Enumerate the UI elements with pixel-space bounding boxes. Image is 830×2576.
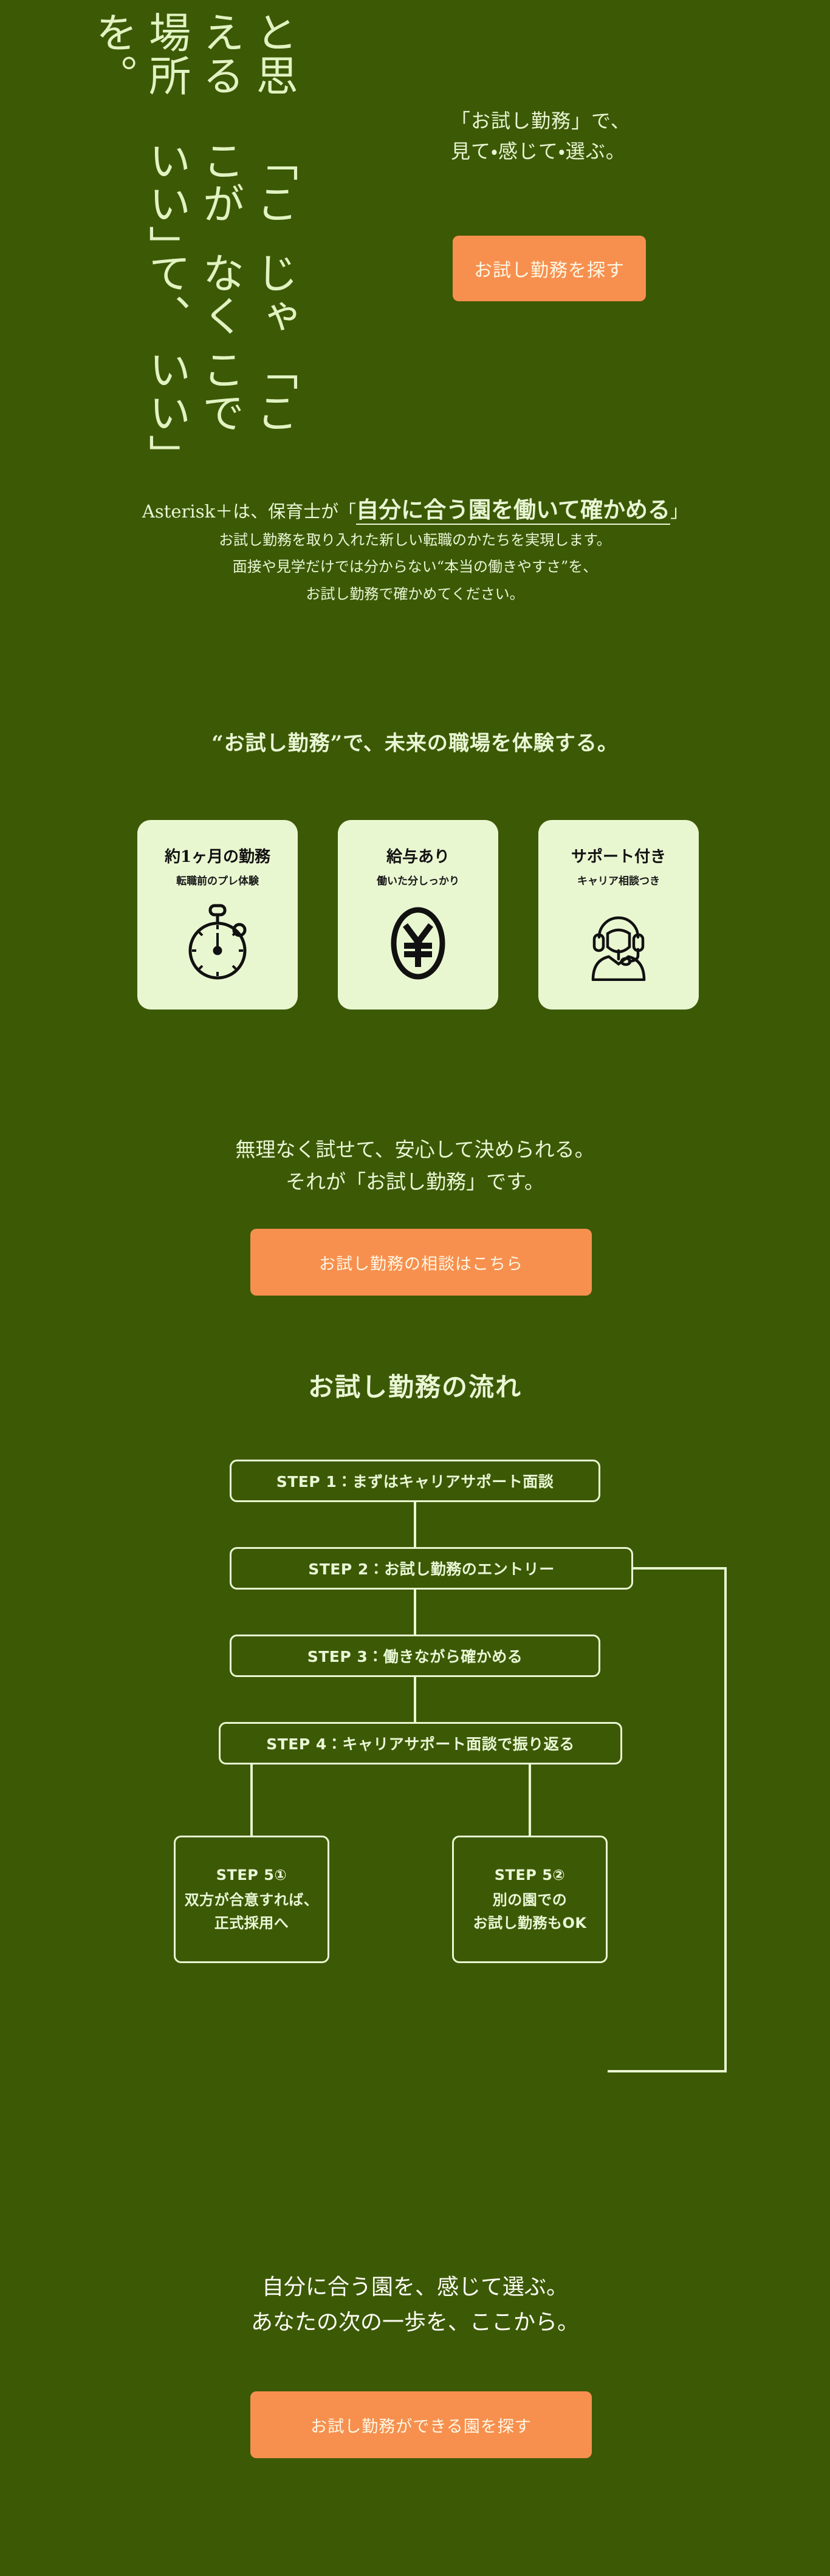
connector-step2-step3 <box>414 1590 416 1635</box>
intro-lead-emphasis: 自分に合う園を働いて確かめる <box>356 496 671 525</box>
hero-title-line-4: と思える場所を。 <box>87 11 298 97</box>
hero-subtitle-line-1: 「お試し勤務」で、 <box>451 109 631 132</box>
mid-message-line-1: 無理なく試せて、安心して決められる。 <box>235 1138 595 1161</box>
outro-message-line-2: あなたの次の一歩を、ここから。 <box>250 2310 579 2335</box>
outro-message: 自分に合う園を、感じて選ぶ。 あなたの次の一歩を、ここから。 <box>0 2270 830 2341</box>
intro-body-line-2: 面接や見学だけでは分からない“本当の働きやすさ”を、 <box>232 558 598 576</box>
hero-title-line-2: じゃなくて、 <box>141 251 298 338</box>
feature-card-duration: 約1ヶ月の勤務 転職前のプレ体験 <box>137 820 298 1010</box>
intro-lead: Asterisk＋は、保育士が「自分に合う園を働いて確かめる」 <box>0 496 830 525</box>
hero-subtitle-line-2: 見て・感じて・選ぶ。 <box>451 139 626 163</box>
intro-body-line-3: お試し勤務で確かめてください。 <box>306 585 524 603</box>
intro-lead-prefix: Asterisk＋は、保育士が「 <box>142 501 357 522</box>
flow-step-5-option-2[interactable]: STEP 5② 別の園での お試し勤務もOK <box>452 1836 608 1963</box>
connector-step1-step2 <box>414 1502 416 1547</box>
feature-card-title: サポート付き <box>571 848 666 866</box>
flow-step-5a-line-1: STEP 5① <box>216 1867 287 1884</box>
flow-step-5a-line-3: 正式採用へ <box>214 1914 289 1932</box>
feature-card-title: 約1ヶ月の勤務 <box>164 848 271 866</box>
mid-message: 無理なく試せて、安心して決められる。 それが「お試し勤務」です。 <box>0 1133 830 1198</box>
flow-title: お試し勤務の流れ <box>307 1372 522 1402</box>
flow-step-1[interactable]: STEP 1：まずはキャリアサポート面談 <box>230 1460 600 1502</box>
feature-card-subtitle: キャリア相談つき <box>577 875 660 887</box>
flow-step-5b-line-3: お試し勤務もOK <box>473 1914 587 1932</box>
intro-body-line-1: お試し勤務を取り入れた新しい転職のかたちを実現します。 <box>219 531 611 548</box>
features-heading: “お試し勤務”で、未来の職場を体験する。 <box>211 731 619 756</box>
mid-cta-button[interactable]: お試し勤務の相談はこちら <box>250 1229 592 1296</box>
feature-card-salary: 給与あり 働いた分しっかり <box>338 820 498 1010</box>
outro-cta-button[interactable]: お試し勤務ができる園を探す <box>250 2391 592 2458</box>
flow-step-2[interactable]: STEP 2：お試し勤務のエントリー <box>230 1547 633 1590</box>
hero-cta-button[interactable]: お試し勤務を探す <box>453 236 646 301</box>
feature-cards: 約1ヶ月の勤務 転職前のプレ体験 <box>0 820 830 1014</box>
outro-message-line-1: 自分に合う園を、感じて選ぶ。 <box>261 2275 568 2300</box>
connector-loop-top <box>633 1567 727 1570</box>
flow-step-3[interactable]: STEP 3：働きながら確かめる <box>230 1635 600 1677</box>
intro-body: お試し勤務を取り入れた新しい転職のかたちを実現します。 面接や見学だけでは分から… <box>0 527 830 607</box>
flow-step-5b-line-2: 別の園での <box>492 1891 568 1909</box>
feature-card-support: サポート付き キャリア相談つき <box>538 820 699 1010</box>
connector-step3-step4 <box>414 1677 416 1722</box>
connector-step4-step5a <box>250 1765 253 1836</box>
flow-step-4-label: STEP 4：キャリアサポート面談で振り返る <box>266 1735 575 1753</box>
connector-loop-bottom <box>608 2070 727 2072</box>
flow-step-3-label: STEP 3：働きながら確かめる <box>307 1648 523 1666</box>
flow-step-5-option-1[interactable]: STEP 5① 双方が合意すれば、 正式採用へ <box>174 1836 329 1963</box>
intro-lead-suffix: 」 <box>670 501 688 522</box>
hero-title-line-1: 「ここでいい」 <box>141 348 298 477</box>
connector-loop-vertical <box>724 1567 727 2072</box>
hero-subtitle: 「お試し勤務」で、 見て・感じて・選ぶ。 <box>451 106 706 166</box>
connector-step4-step5b <box>529 1765 531 1836</box>
feature-card-subtitle: 転職前のプレ体験 <box>176 875 259 887</box>
intro-section: Asterisk＋は、保育士が「自分に合う園を働いて確かめる」 お試し勤務を取り… <box>0 496 830 607</box>
flow-step-5a-line-2: 双方が合意すれば、 <box>184 1891 319 1909</box>
headset-support-icon <box>582 903 655 984</box>
flow-step-1-label: STEP 1：まずはキャリアサポート面談 <box>276 1473 554 1491</box>
flow-step-2-label: STEP 2：お試し勤務のエントリー <box>308 1560 555 1578</box>
mid-message-line-2: それが「お試し勤務」です。 <box>286 1170 544 1194</box>
flow-step-5b-line-1: STEP 5② <box>494 1867 566 1884</box>
flow-step-4[interactable]: STEP 4：キャリアサポート面談で振り返る <box>219 1722 622 1765</box>
hero-section: 「ここでいい」 じゃなくて、 「ここがいい」 と思える場所を。 「お試し勤務」で… <box>0 0 830 477</box>
feature-card-subtitle: 働いた分しっかり <box>377 875 459 887</box>
stopwatch-icon <box>183 903 252 984</box>
hero-title: 「ここでいい」 じゃなくて、 「ここがいい」 と思える場所を。 <box>85 11 300 477</box>
yen-coin-icon <box>384 903 452 984</box>
hero-title-line-3: 「ここがいい」 <box>141 139 298 269</box>
feature-card-title: 給与あり <box>386 848 450 866</box>
